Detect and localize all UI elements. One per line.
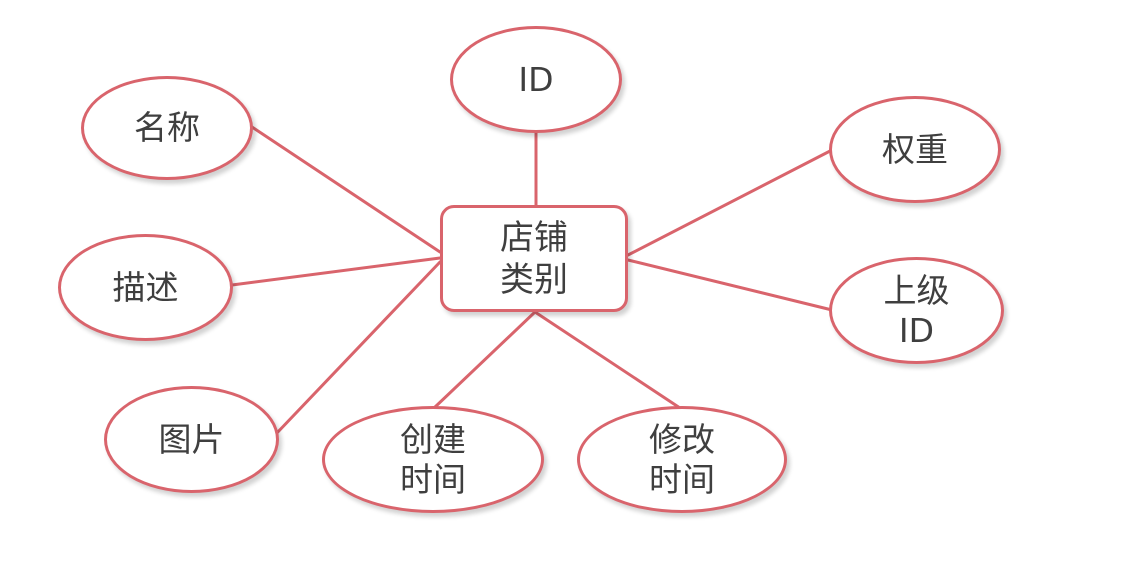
attribute-parent-id[interactable]: 上级 ID <box>829 257 1004 364</box>
edge-description <box>230 256 442 287</box>
attribute-weight[interactable]: 权重 <box>829 96 1001 203</box>
attribute-label-line-1: 创建 <box>400 419 466 459</box>
attribute-id[interactable]: ID <box>450 26 622 133</box>
edge-name <box>250 125 442 254</box>
entity-shop-category[interactable]: 店铺 类别 <box>440 205 628 312</box>
attribute-image[interactable]: 图片 <box>104 386 279 493</box>
attribute-label: 描述 <box>112 267 179 307</box>
attribute-modify-time[interactable]: 修改 时间 <box>577 406 787 513</box>
attribute-label: ID <box>518 59 554 99</box>
attribute-label-line-2: 时间 <box>400 459 466 499</box>
attribute-label-line-1: 修改 <box>649 419 715 459</box>
entity-label-line-2: 类别 <box>500 259 568 300</box>
attribute-label: 名称 <box>134 108 200 147</box>
attribute-label: 图片 <box>158 419 225 459</box>
attribute-label: 权重 <box>882 129 948 169</box>
edge-weight <box>626 148 834 257</box>
attribute-create-time[interactable]: 创建 时间 <box>322 406 544 513</box>
edge-image <box>273 260 442 437</box>
attribute-label-line-2: 时间 <box>649 459 715 499</box>
attribute-label-line-2: ID <box>898 310 935 350</box>
entity-label-line-1: 店铺 <box>500 217 568 258</box>
attribute-name[interactable]: 名称 <box>81 76 253 180</box>
edge-create-time <box>432 310 537 410</box>
attribute-label-line-1: 上级 <box>883 270 950 310</box>
edge-parent-id <box>626 258 834 312</box>
attribute-description[interactable]: 描述 <box>58 234 233 341</box>
edge-modify-time <box>533 310 682 410</box>
